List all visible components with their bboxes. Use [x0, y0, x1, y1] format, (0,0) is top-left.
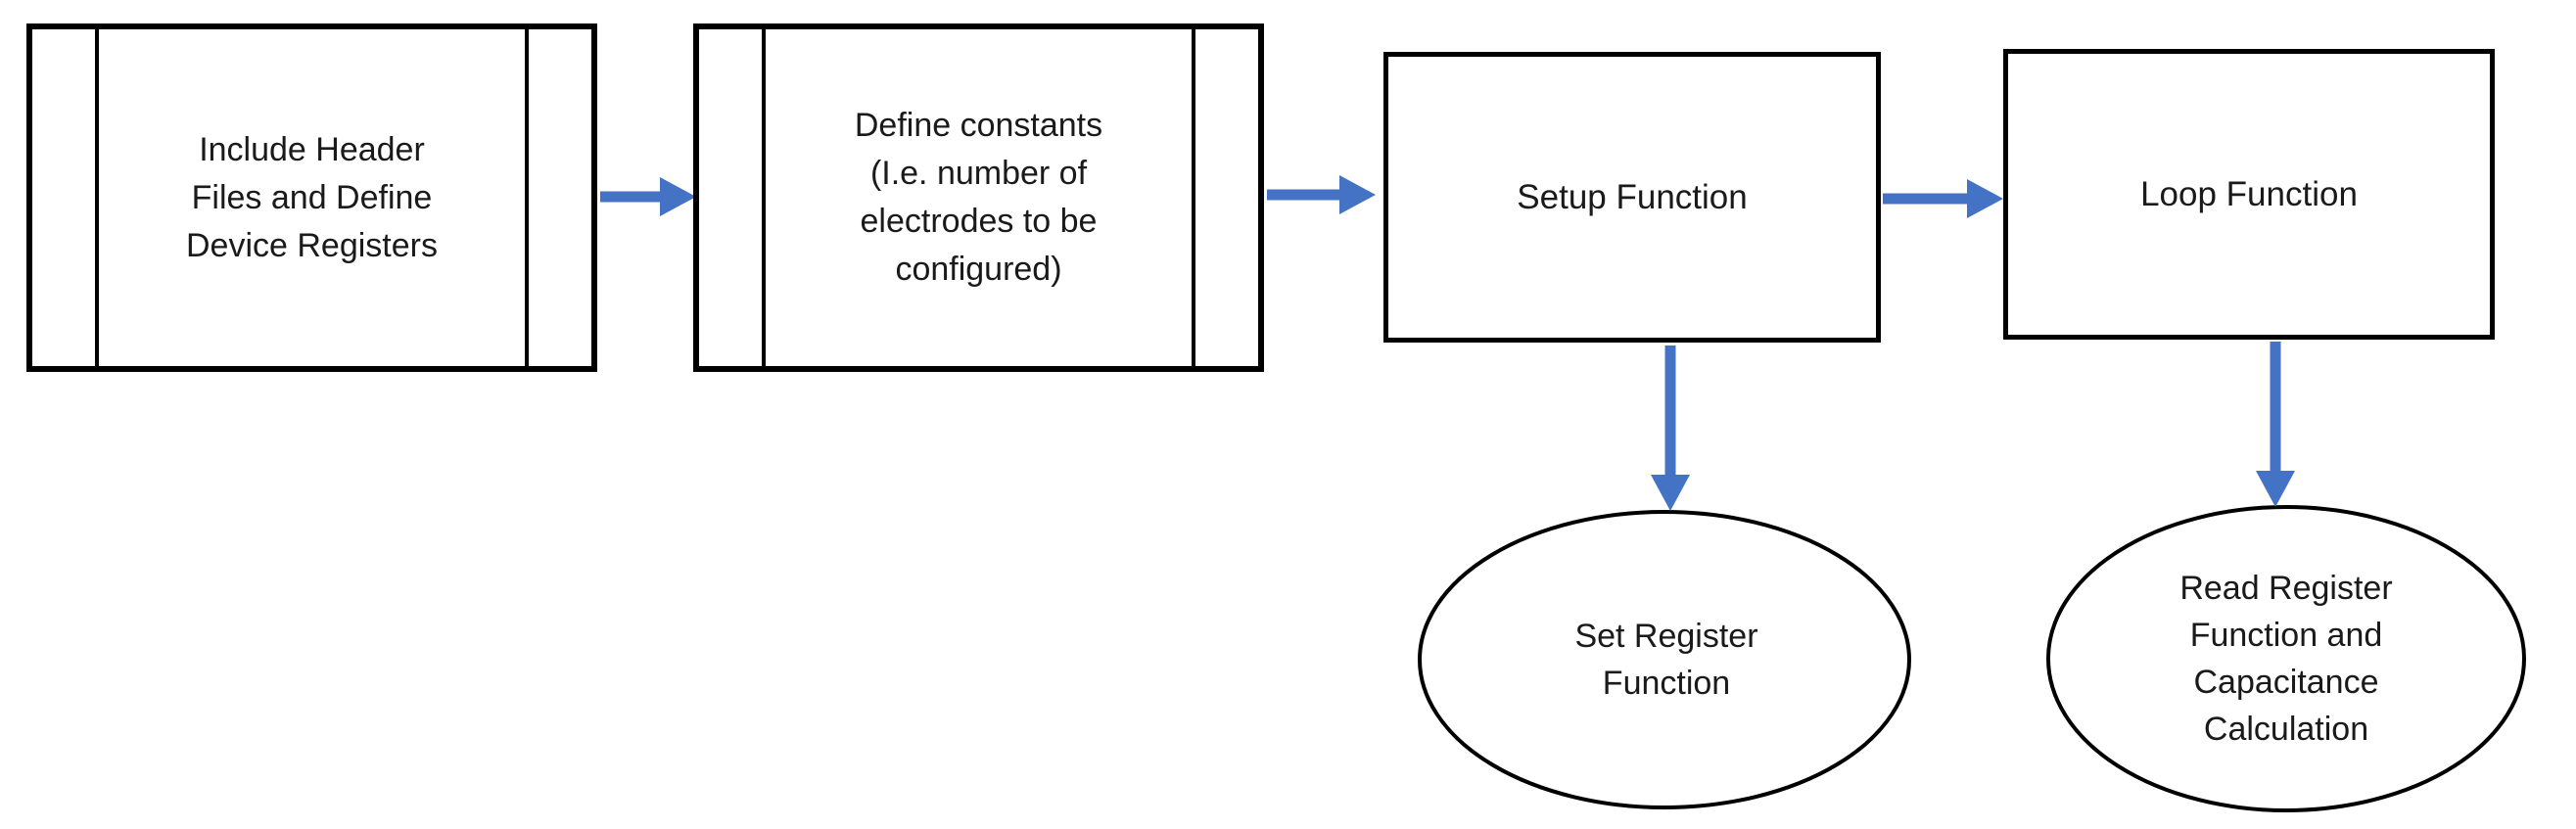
predefined-process-bar-left — [95, 29, 99, 366]
node-define-constants: Define constants (I.e. number of electro… — [693, 23, 1264, 372]
arrow-include-headers-to-define-constants — [600, 177, 696, 216]
arrow-head-icon — [2256, 471, 2295, 507]
arrow-loop-function-to-read-register-function — [2256, 342, 2295, 507]
node-setup-function-label: Setup Function — [1517, 178, 1748, 216]
arrow-setup-function-to-set-register-function — [1651, 345, 1690, 511]
node-define-constants-label: Define constants (I.e. number of electro… — [854, 107, 1103, 288]
arrow-head-icon — [1339, 175, 1376, 214]
predefined-process-bar-right — [1192, 29, 1195, 366]
node-read-register-function-label: Read Register Function and Capacitance C… — [2179, 570, 2393, 748]
predefined-process-bar-right — [525, 29, 529, 366]
node-set-register-function-label: Set Register Function — [1574, 618, 1758, 702]
predefined-process-bar-left — [762, 29, 766, 366]
node-include-headers-label: Include Header Files and Define Device R… — [186, 130, 438, 264]
node-loop-function: Loop Function — [2003, 49, 2495, 340]
node-setup-function: Setup Function — [1383, 52, 1881, 343]
arrow-head-icon — [1967, 179, 2003, 218]
arrow-define-constants-to-setup-function — [1267, 175, 1376, 214]
node-include-headers: Include Header Files and Define Device R… — [26, 23, 597, 372]
arrow-head-icon — [660, 177, 696, 216]
node-loop-function-label: Loop Function — [2140, 175, 2358, 213]
arrow-head-icon — [1651, 475, 1690, 511]
arrow-setup-function-to-loop-function — [1883, 179, 2003, 218]
